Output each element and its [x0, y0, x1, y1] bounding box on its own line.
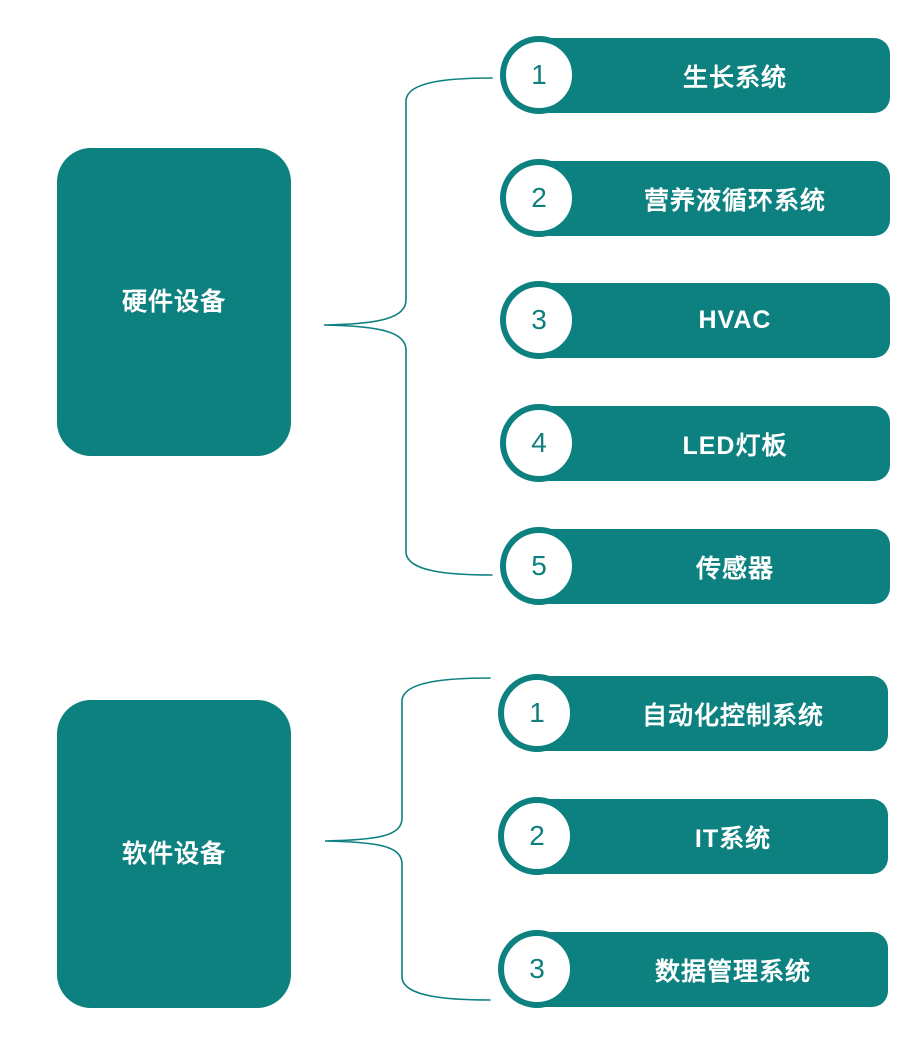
item-bar[interactable] — [528, 676, 888, 751]
item-number: 1 — [529, 697, 545, 728]
item-number-badge: 4 — [500, 404, 578, 482]
item-bar[interactable] — [530, 161, 890, 236]
group-title-hardware: 硬件设备 — [121, 288, 226, 316]
item-number: 2 — [529, 820, 545, 851]
group-box-hardware[interactable]: 硬件设备 — [57, 148, 291, 456]
item-label: 数据管理系统 — [654, 957, 811, 986]
brace-software — [324, 677, 491, 1001]
item-number: 2 — [531, 182, 547, 213]
item-label: LED灯板 — [682, 431, 788, 460]
item-number-badge: 2 — [498, 797, 576, 875]
item-number-badge: 5 — [500, 527, 578, 605]
item-bar[interactable] — [528, 799, 888, 874]
group-box-software[interactable]: 软件设备 — [57, 700, 291, 1008]
item-number-badge: 2 — [500, 159, 578, 237]
item-number-badge: 1 — [500, 36, 578, 114]
item-bar[interactable] — [528, 932, 888, 1007]
item-bar[interactable] — [530, 38, 890, 113]
item-number: 4 — [531, 427, 547, 458]
item-number-badge: 1 — [498, 674, 576, 752]
item-number-badge: 3 — [498, 930, 576, 1008]
group-title-software: 软件设备 — [121, 840, 226, 868]
item-number: 1 — [531, 59, 547, 90]
item-bar[interactable] — [530, 406, 890, 481]
item-number: 5 — [531, 550, 547, 581]
brace-hardware — [323, 77, 493, 576]
item-number: 3 — [529, 953, 545, 984]
item-label: HVAC — [698, 306, 772, 334]
item-label: 自动化控制系统 — [641, 701, 824, 730]
item-number-badge: 3 — [500, 281, 578, 359]
item-bar[interactable] — [530, 283, 890, 358]
item-bar[interactable] — [530, 529, 890, 604]
item-label: IT系统 — [694, 824, 772, 853]
item-label: 生长系统 — [682, 63, 787, 92]
item-number: 3 — [531, 304, 547, 335]
item-label: 传感器 — [695, 554, 774, 583]
item-label: 营养液循环系统 — [643, 186, 826, 215]
